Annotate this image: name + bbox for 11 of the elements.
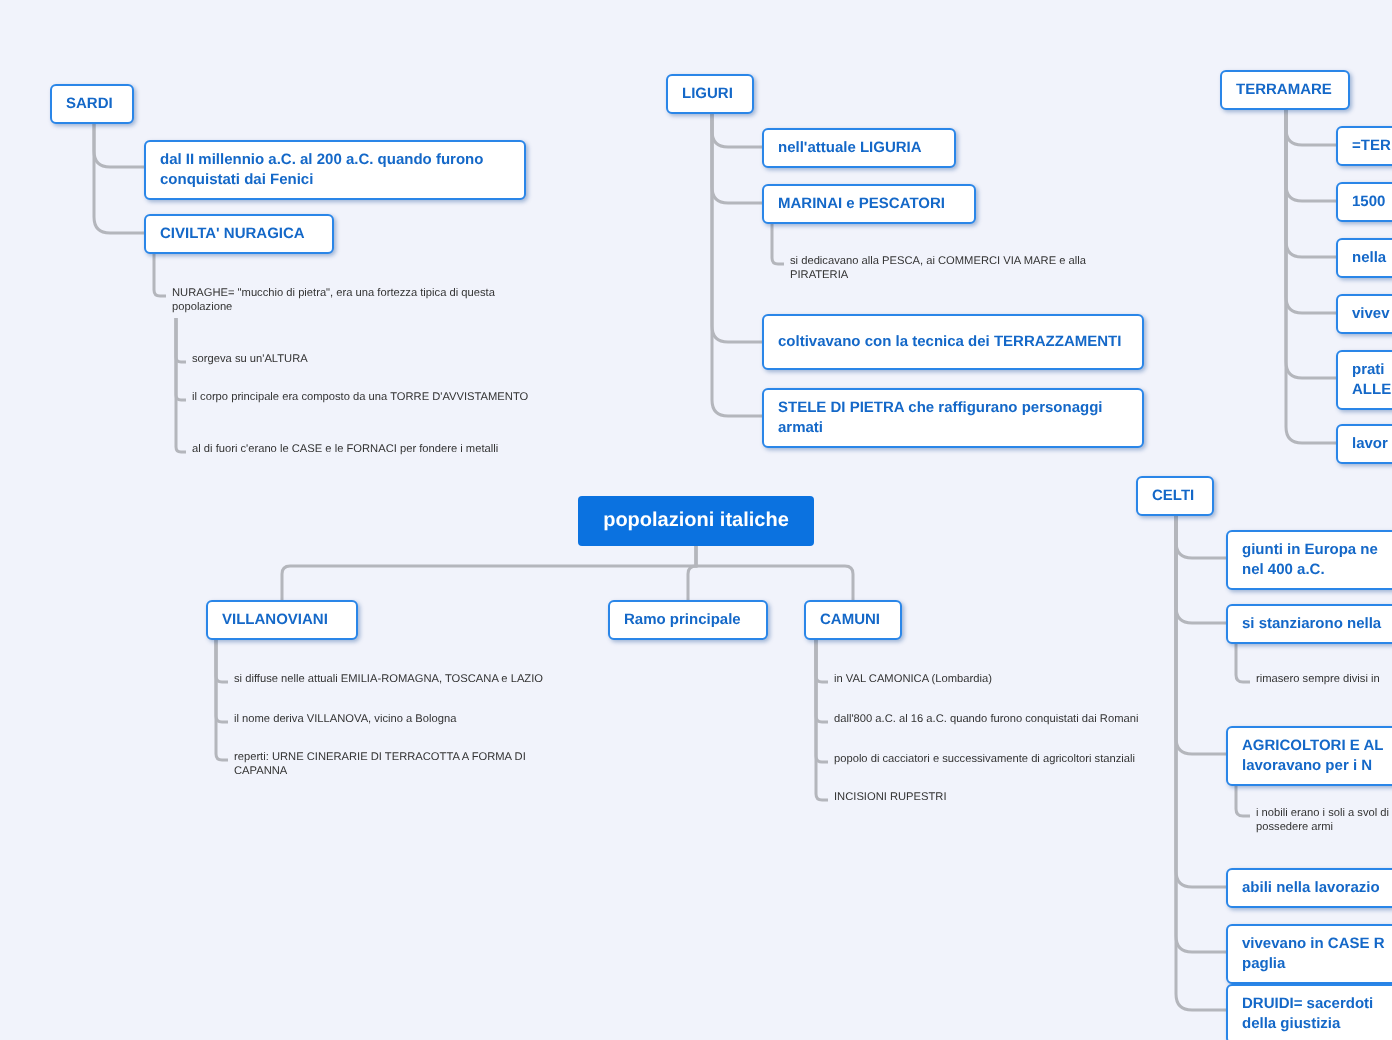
connector-line — [814, 640, 828, 802]
connector-line — [92, 122, 144, 235]
connector-line — [1284, 110, 1336, 445]
connector-line — [710, 114, 762, 418]
connector-line — [770, 222, 784, 266]
connector-line — [1234, 642, 1250, 684]
connector-line — [1234, 782, 1250, 818]
connector-line — [694, 546, 855, 600]
central-topic-box: popolazioni italiche — [578, 496, 814, 546]
connector-line — [214, 640, 228, 762]
connector-line — [152, 252, 166, 298]
